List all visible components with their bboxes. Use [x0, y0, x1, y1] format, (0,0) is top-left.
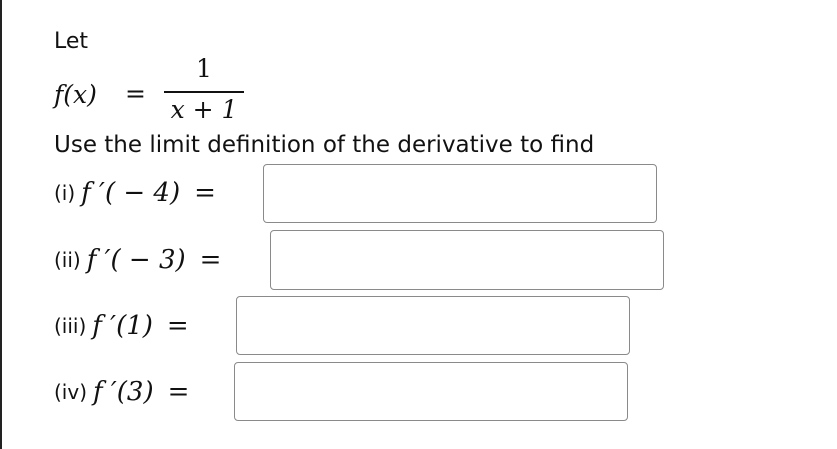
question-1-equals: = [194, 178, 216, 208]
question-4-expression: f ′(3) [93, 377, 154, 407]
fraction-bar [164, 91, 244, 93]
question-3-expression: f ′(1) [92, 311, 153, 341]
question-3-label: (iii) [54, 314, 87, 338]
question-3: (iii) f ′(1) = [54, 311, 189, 341]
question-2: (ii) f ′( − 3) = [54, 245, 221, 275]
instruction-text: Use the limit definition of the derivati… [54, 132, 595, 158]
answer-input-2[interactable] [270, 230, 664, 290]
question-2-label: (ii) [54, 248, 81, 272]
let-label: Let [54, 29, 89, 54]
function-equals-sign: = [125, 79, 146, 108]
question-2-equals: = [199, 245, 222, 275]
question-1: (i) f ′( − 4) = [54, 178, 216, 208]
question-3-equals: = [166, 311, 189, 341]
fraction-numerator: 1 [196, 54, 212, 83]
question-4-equals: = [167, 377, 190, 407]
question-1-label: (i) [54, 181, 76, 205]
question-4-label: (iv) [54, 380, 87, 404]
question-4: (iv) f ′(3) = [54, 377, 189, 407]
answer-input-3[interactable] [236, 296, 630, 355]
question-2-expression: f ′( − 3) [86, 245, 186, 275]
function-lhs: f(x) [54, 80, 97, 109]
answer-input-1[interactable] [263, 164, 657, 223]
function-fraction: 1 x + 1 [160, 53, 248, 125]
answer-input-4[interactable] [234, 362, 628, 421]
left-border [0, 0, 2, 449]
question-1-expression: f ′( − 4) [81, 178, 181, 208]
fraction-denominator: x + 1 [170, 95, 238, 124]
